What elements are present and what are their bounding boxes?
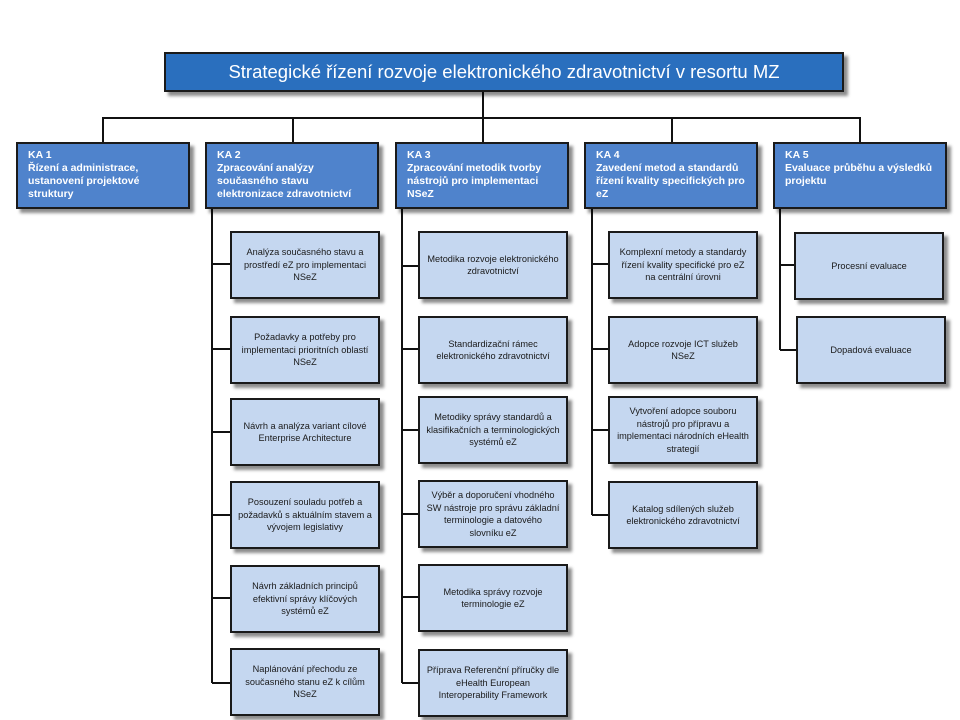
ka3-item: Výběr a doporučení vhodného SW nástroje … <box>418 480 568 548</box>
ka4-item: Komplexní metody a standardy řízení kval… <box>608 231 758 299</box>
ka3-item: Příprava Referenční příručky dle eHealth… <box>418 649 568 717</box>
ka-code: KA 1 <box>28 149 52 161</box>
ka-box-3: KA 3 Zpracování metodik tvorby nástrojů … <box>395 142 569 209</box>
ka2-item: Analýza současného stavu a prostředí eZ … <box>230 231 380 299</box>
ka-name: Zavedení metod a standardů řízení kvalit… <box>596 162 745 200</box>
ka3-item: Standardizační rámec elektronického zdra… <box>418 316 568 384</box>
ka2-item: Posouzení souladu potřeb a požadavků s a… <box>230 481 380 549</box>
ka-code: KA 3 <box>407 149 431 161</box>
ka-name: Řízení a administrace, ustanovení projek… <box>28 162 140 200</box>
ka3-item: Metodiky správy standardů a klasifikační… <box>418 396 568 464</box>
ka2-item: Naplánování přechodu ze současného stanu… <box>230 648 380 716</box>
ka-code: KA 4 <box>596 149 620 161</box>
ka4-item: Katalog sdílených služeb elektronického … <box>608 481 758 549</box>
ka-name: Zpracování analýzy současného stavu elek… <box>217 162 352 200</box>
ka2-item: Návrh základních principů efektivní sprá… <box>230 565 380 633</box>
ka2-item: Návrh a analýza variant cílové Enterpris… <box>230 398 380 466</box>
ka-box-4: KA 4 Zavedení metod a standardů řízení k… <box>584 142 758 209</box>
ka3-item: Metodika správy rozvoje terminologie eZ <box>418 564 568 632</box>
ka-code: KA 5 <box>785 149 809 161</box>
ka4-item: Adopce rozvoje ICT služeb NSeZ <box>608 316 758 384</box>
ka5-item: Dopadová evaluace <box>796 316 946 384</box>
ka-code: KA 2 <box>217 149 241 161</box>
ka-box-2: KA 2 Zpracování analýzy současného stavu… <box>205 142 379 209</box>
ka-box-5: KA 5 Evaluace průběhu a výsledků projekt… <box>773 142 947 209</box>
ka-box-1: KA 1 Řízení a administrace, ustanovení p… <box>16 142 190 209</box>
diagram-title: Strategické řízení rozvoje elektronickéh… <box>164 52 844 92</box>
ka-name: Evaluace průběhu a výsledků projektu <box>785 162 933 187</box>
ka-name: Zpracování metodik tvorby nástrojů pro i… <box>407 162 542 200</box>
ka4-item: Vytvoření adopce souboru nástrojů pro př… <box>608 396 758 464</box>
ka2-item: Požadavky a potřeby pro implementaci pri… <box>230 316 380 384</box>
ka5-item: Procesní evaluace <box>794 232 944 300</box>
ka3-item: Metodika rozvoje elektronického zdravotn… <box>418 231 568 299</box>
